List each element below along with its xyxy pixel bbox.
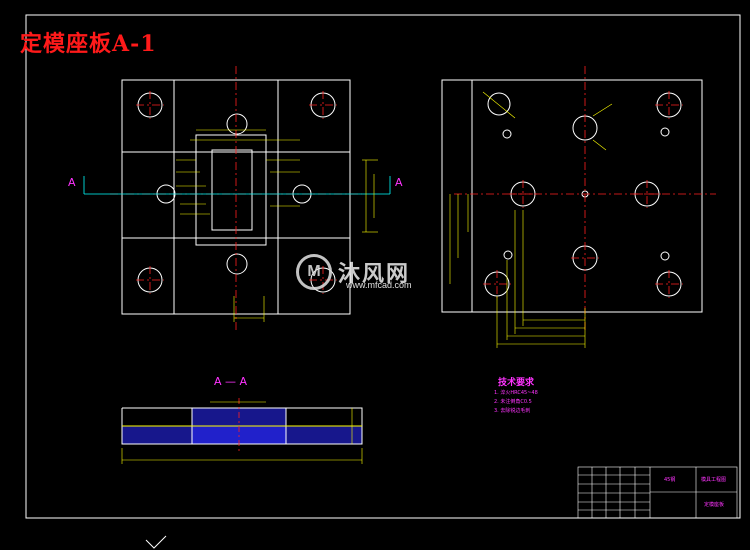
section-cut-line	[83, 176, 391, 195]
left-centerlines	[110, 66, 362, 330]
section-view	[121, 398, 363, 464]
title-block-part-name: 定模座板	[704, 502, 725, 508]
drawing-title: 定模座板A-1	[20, 31, 157, 57]
corner-mark	[145, 535, 167, 549]
right-plan-view	[441, 79, 703, 313]
title-block	[577, 466, 738, 519]
right-dimensions	[449, 91, 613, 348]
technical-requirement-item: 2. 未注倒角C0.5	[494, 399, 532, 405]
watermark-logo-icon: M	[296, 254, 332, 290]
right-centerlines	[454, 66, 716, 330]
technical-requirement-item: 3. 去除锐边毛刺	[494, 408, 531, 414]
watermark: M 沐风网	[296, 254, 410, 290]
watermark-text: 沐风网	[338, 262, 411, 287]
section-marker-left: A	[68, 176, 76, 189]
technical-requirements-title: 技术要求	[498, 378, 535, 388]
technical-requirement-item: 1. 淬火HRC45~48	[494, 390, 538, 396]
section-marker-right: A	[395, 176, 403, 189]
drawing-border	[25, 14, 741, 519]
title-block-material: 45钢	[664, 477, 676, 483]
title-block-company: 模具工程图	[701, 477, 727, 483]
watermark-url: www.mfcad.com	[346, 280, 412, 290]
left-dimensions	[176, 129, 378, 322]
section-view-title: A — A	[214, 375, 248, 388]
right-holes	[484, 92, 682, 297]
